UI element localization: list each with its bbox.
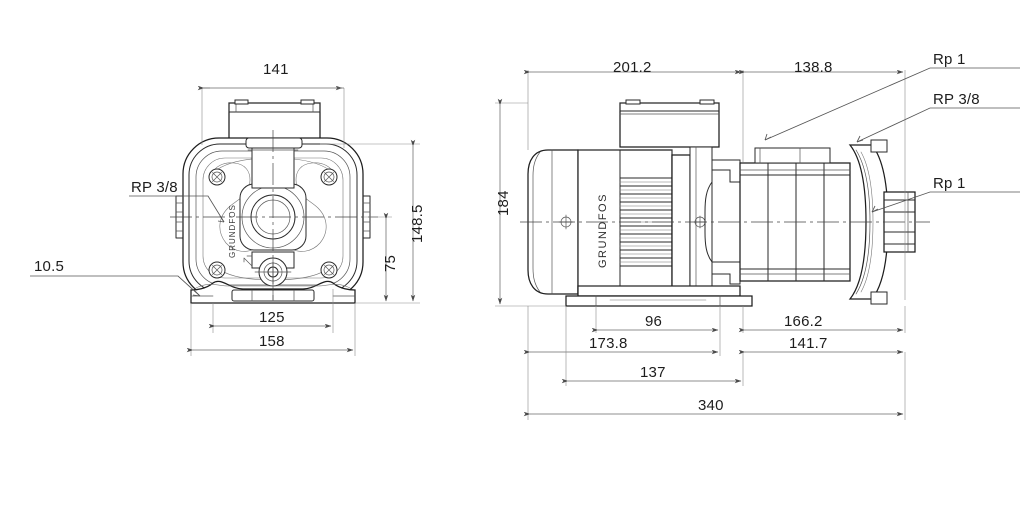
dim-label-141-7: 141.7 — [789, 335, 828, 352]
dim-label-201-2: 201.2 — [613, 59, 652, 76]
dim-label-148-5: 148.5 — [409, 204, 426, 243]
leader-label-rp-1-bottom: Rp 1 — [933, 175, 966, 192]
front-centerlines — [170, 130, 378, 300]
dim-label-137: 137 — [640, 364, 666, 381]
dim-label-166-2: 166.2 — [784, 313, 823, 330]
dim-label-96: 96 — [645, 313, 663, 330]
motor-cooling-fins — [619, 177, 673, 267]
leader-label-rp-3-8-left: RP 3/8 — [131, 179, 178, 196]
dim-label-138-8: 138.8 — [794, 59, 833, 76]
front-dimensions — [186, 85, 420, 356]
dim-label-75: 75 — [382, 254, 399, 272]
dim-label-173-8: 173.8 — [589, 335, 628, 352]
side-pump-chambers — [739, 147, 851, 282]
brand-text-front: GRUNDFOS — [228, 204, 237, 258]
dim-label-158: 158 — [259, 333, 285, 350]
side-terminal-box — [619, 99, 720, 148]
leader-label-10-5: 10.5 — [34, 258, 64, 275]
leader-label-rp-3-8-right: RP 3/8 — [933, 91, 980, 108]
brand-text-side: GRUNDFOS — [597, 193, 609, 268]
front-suction-neck — [245, 137, 303, 189]
side-dimensions — [495, 69, 906, 420]
front-corner-bolts — [208, 168, 338, 279]
dim-label-184: 184 — [495, 190, 512, 216]
front-view-group — [30, 85, 420, 356]
dim-label-125: 125 — [259, 309, 285, 326]
dim-label-340: 340 — [698, 397, 724, 414]
front-base-foot — [190, 280, 356, 304]
side-base-rail — [565, 285, 753, 307]
dim-label-141: 141 — [263, 61, 289, 78]
side-leaders — [764, 67, 1020, 213]
leader-label-rp-1-top: Rp 1 — [933, 51, 966, 68]
front-leaders — [30, 195, 225, 297]
side-view-group — [495, 67, 1020, 420]
